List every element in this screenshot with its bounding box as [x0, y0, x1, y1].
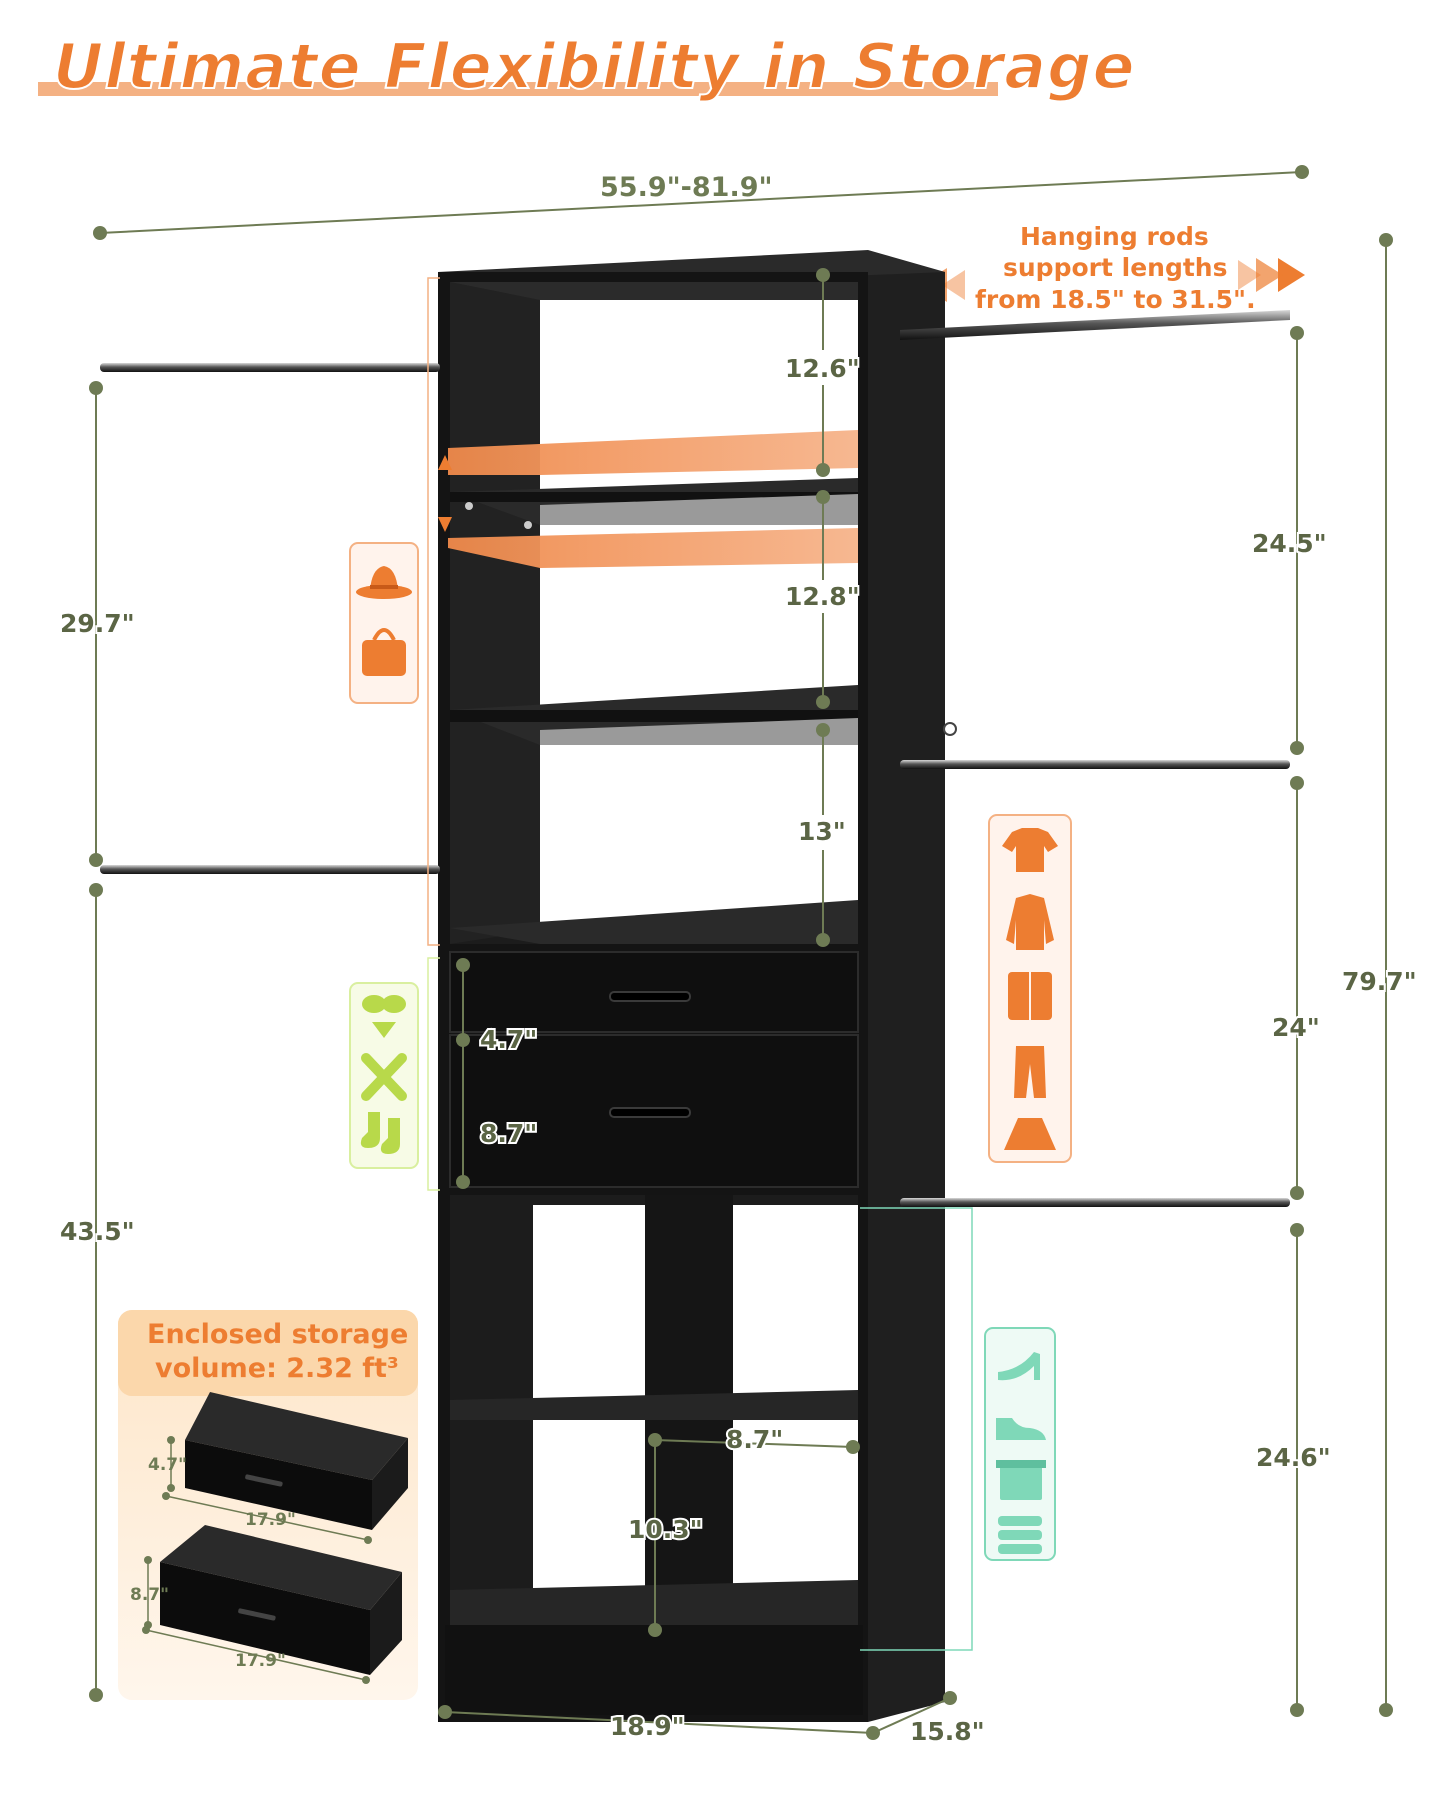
total-height-label: 79.7"	[1342, 967, 1417, 996]
scarf-icon	[361, 1053, 407, 1101]
right-lower-height-label: 24.6"	[1256, 1443, 1331, 1472]
drawer2-height-label: 8.7"	[130, 1585, 169, 1605]
drawer-open-bottom	[160, 1525, 402, 1675]
jacket-icon	[1008, 972, 1052, 1020]
left-dimensions	[89, 381, 103, 1702]
shoe-icon	[996, 1418, 1046, 1440]
callout-line2: volume: 2.32 ft³	[155, 1353, 399, 1384]
total-width-label: 55.9"-81.9"	[600, 172, 773, 203]
storage-box-icon	[996, 1460, 1046, 1500]
right-dimensions	[1290, 233, 1393, 1717]
closet-cabinet	[438, 250, 945, 1722]
cube-dimensions	[648, 1433, 860, 1637]
right-mid-height-label: 24"	[1272, 1013, 1320, 1042]
rod-length-note: Hanging rods support lengths from 18.5" …	[898, 222, 1305, 314]
shirt-icon	[1006, 894, 1054, 950]
base-width-label: 18.9"	[610, 1712, 685, 1741]
folded-clothes-icon	[998, 1516, 1042, 1554]
section-brackets	[427, 277, 973, 1651]
drawer-open-top	[185, 1392, 408, 1530]
rod-note-line1: Hanging rods	[1020, 222, 1209, 251]
bra-icon	[362, 995, 406, 1038]
callout-line1: Enclosed storage	[147, 1319, 408, 1350]
drawer-items-icons	[349, 982, 419, 1169]
title-underline	[38, 82, 998, 96]
drawer-top-height-label: 4.7"	[480, 1025, 537, 1054]
skirt-icon	[1004, 1118, 1056, 1150]
base-dimensions	[438, 1691, 957, 1740]
width-dimension: 55.9"-81.9"	[93, 165, 1309, 240]
page-title: Ultimate Flexibility in Storage	[52, 29, 1136, 104]
drawer-bottom-height-label: 8.7"	[480, 1119, 537, 1148]
enclosed-storage-callout: Enclosed storage volume: 2.32 ft³	[118, 1310, 418, 1700]
right-upper-height-label: 24.5"	[1252, 529, 1327, 558]
heel-shoe-icon	[998, 1352, 1040, 1381]
callout-dimension-lines	[142, 1436, 372, 1684]
drawer1-width-label: 17.9"	[245, 1510, 296, 1530]
hanging-rods	[100, 310, 1290, 1207]
pants-icon	[1014, 1046, 1046, 1098]
arrow-right-icon	[1238, 258, 1305, 292]
left-lower-height-label: 43.5"	[60, 1217, 135, 1246]
tshirt-icon	[1002, 828, 1058, 872]
drawer-dimensions	[456, 958, 470, 1189]
shelf-low-height-label: 13"	[798, 817, 846, 846]
title-banner: Ultimate Flexibility in Storage	[38, 20, 1136, 115]
cube-height-label: 10.3"	[628, 1515, 703, 1544]
upper-accessories-icons	[349, 542, 419, 704]
socks-icon	[360, 1112, 400, 1154]
shelf-mid-height-label: 12.8"	[785, 582, 860, 611]
left-upper-height-label: 29.7"	[60, 609, 135, 638]
hat-icon	[356, 566, 412, 599]
handbag-icon	[362, 628, 406, 676]
hanging-clothes-icons	[988, 814, 1072, 1163]
cube-width-label: 8.7"	[726, 1425, 783, 1454]
rod-note-line3: from 18.5" to 31.5".	[975, 285, 1256, 314]
drawer2-width-label: 17.9"	[235, 1651, 286, 1671]
base-depth-label: 15.8"	[910, 1717, 985, 1746]
bottom-storage-icons	[984, 1327, 1056, 1561]
adjust-arrows-icon	[438, 455, 452, 532]
shelf-dimensions	[816, 268, 830, 947]
shelf-top-height-label: 12.6"	[785, 354, 860, 383]
drawer1-height-label: 4.7"	[148, 1455, 187, 1475]
rod-note-line2: support lengths	[1003, 253, 1227, 282]
